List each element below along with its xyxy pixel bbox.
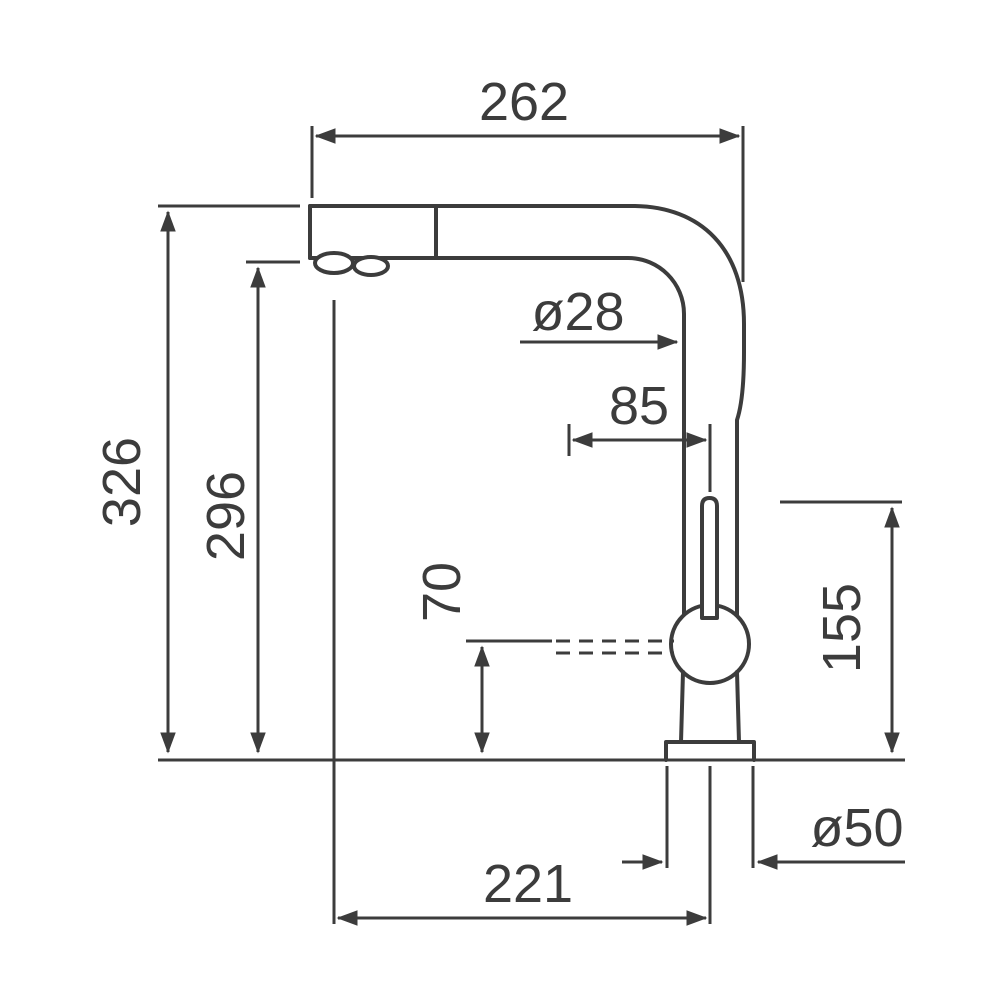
dim-label-top-width: 262	[479, 72, 569, 132]
dim-label-spout-height: 296	[196, 471, 256, 561]
dim-label-hose-height: 70	[412, 562, 472, 622]
dimension-handle-offset: 85	[567, 376, 712, 492]
dim-label-base-diameter: ø50	[810, 798, 903, 858]
dimension-spout-height: 296	[196, 260, 300, 754]
dim-label-pipe-diameter: ø28	[531, 282, 624, 342]
dimension-reach: 221	[332, 300, 712, 926]
aerator-outlet	[313, 251, 355, 275]
lever-handle	[700, 496, 719, 620]
spout-outer-edge	[308, 204, 746, 626]
dimension-overall-height: 326	[92, 204, 300, 754]
dim-label-handle-offset: 85	[609, 376, 669, 436]
dimension-pipe-diameter: ø28	[520, 282, 679, 350]
body-left-edge	[679, 670, 685, 744]
spray-outlet	[352, 255, 390, 277]
base-flange	[664, 740, 756, 762]
spout-inner-edge	[308, 256, 686, 626]
dim-label-handle-height: 155	[812, 583, 872, 673]
dimension-hose-height: 70	[412, 562, 674, 754]
dimension-base-diameter: ø50	[622, 766, 905, 870]
body-right-edge	[735, 670, 741, 744]
faucet-body	[308, 204, 756, 762]
dimension-handle-height: 155	[780, 500, 902, 754]
dimension-top-width: 262	[310, 72, 745, 282]
dim-label-overall-height: 326	[92, 437, 152, 527]
dim-label-reach: 221	[483, 854, 573, 914]
